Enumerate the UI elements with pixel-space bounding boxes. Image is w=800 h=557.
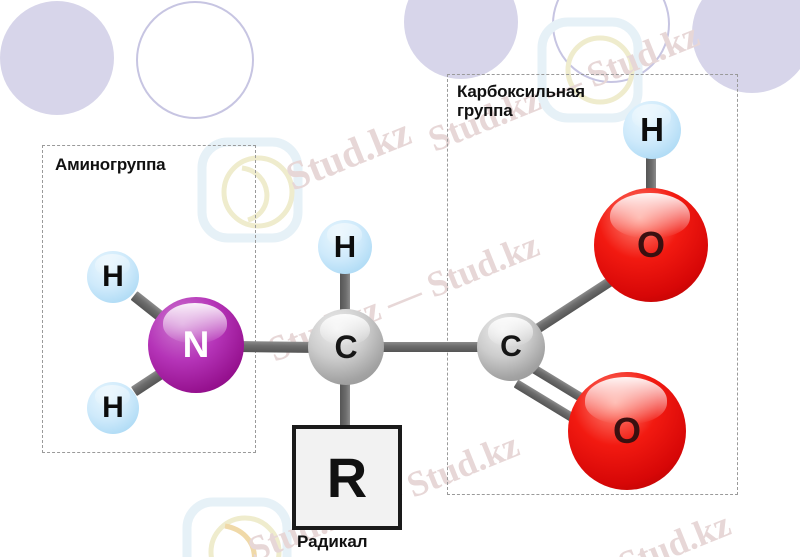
atom-h-hydroxyl[interactable]: H [623, 101, 681, 159]
decorative-circle [0, 1, 114, 115]
atom-symbol-carbon-carboxyl: C [500, 330, 522, 363]
atom-h-amino-bottom[interactable]: H [87, 382, 139, 434]
atom-h-amino-top[interactable]: H [87, 251, 139, 303]
atom-symbol-carbon-alpha: C [334, 328, 358, 365]
atom-symbol-oxygen-double: O [612, 410, 641, 451]
radical-group-box[interactable]: R [292, 425, 402, 530]
atom-oxygen-hydroxyl[interactable]: O [594, 188, 708, 302]
atom-symbol-h-hydroxyl: H [640, 111, 664, 148]
watermark-text: Stud.kz [612, 503, 737, 557]
radical-letter: R [326, 446, 368, 509]
atom-nitrogen[interactable]: N [148, 297, 244, 393]
atom-symbol-oxygen-hydroxyl: O [636, 224, 665, 265]
decorative-circle [136, 1, 254, 119]
group-label-amino: Аминогруппа [55, 155, 166, 174]
atom-oxygen-double[interactable]: O [568, 372, 686, 490]
bond-c-c [378, 342, 486, 352]
decorative-circle [552, 0, 670, 83]
atom-h-alpha[interactable]: H [318, 220, 372, 274]
atom-symbol-h-alpha: H [333, 229, 357, 264]
decorative-circle [404, 0, 518, 79]
atom-symbol-h-amino-bottom: H [102, 391, 124, 424]
group-box-carboxyl[interactable] [447, 74, 738, 495]
watermark-text: Stud.kz [279, 108, 418, 200]
atom-carbon-carboxyl[interactable]: C [477, 313, 545, 381]
radical-caption-label: Радикал [297, 532, 368, 551]
atom-carbon-alpha[interactable]: C [308, 309, 384, 385]
atom-symbol-h-amino-top: H [102, 260, 124, 293]
atom-symbol-nitrogen: N [182, 324, 210, 365]
group-box-amino[interactable] [42, 145, 256, 453]
group-label-carboxyl: Карбоксильная группа [457, 82, 585, 121]
